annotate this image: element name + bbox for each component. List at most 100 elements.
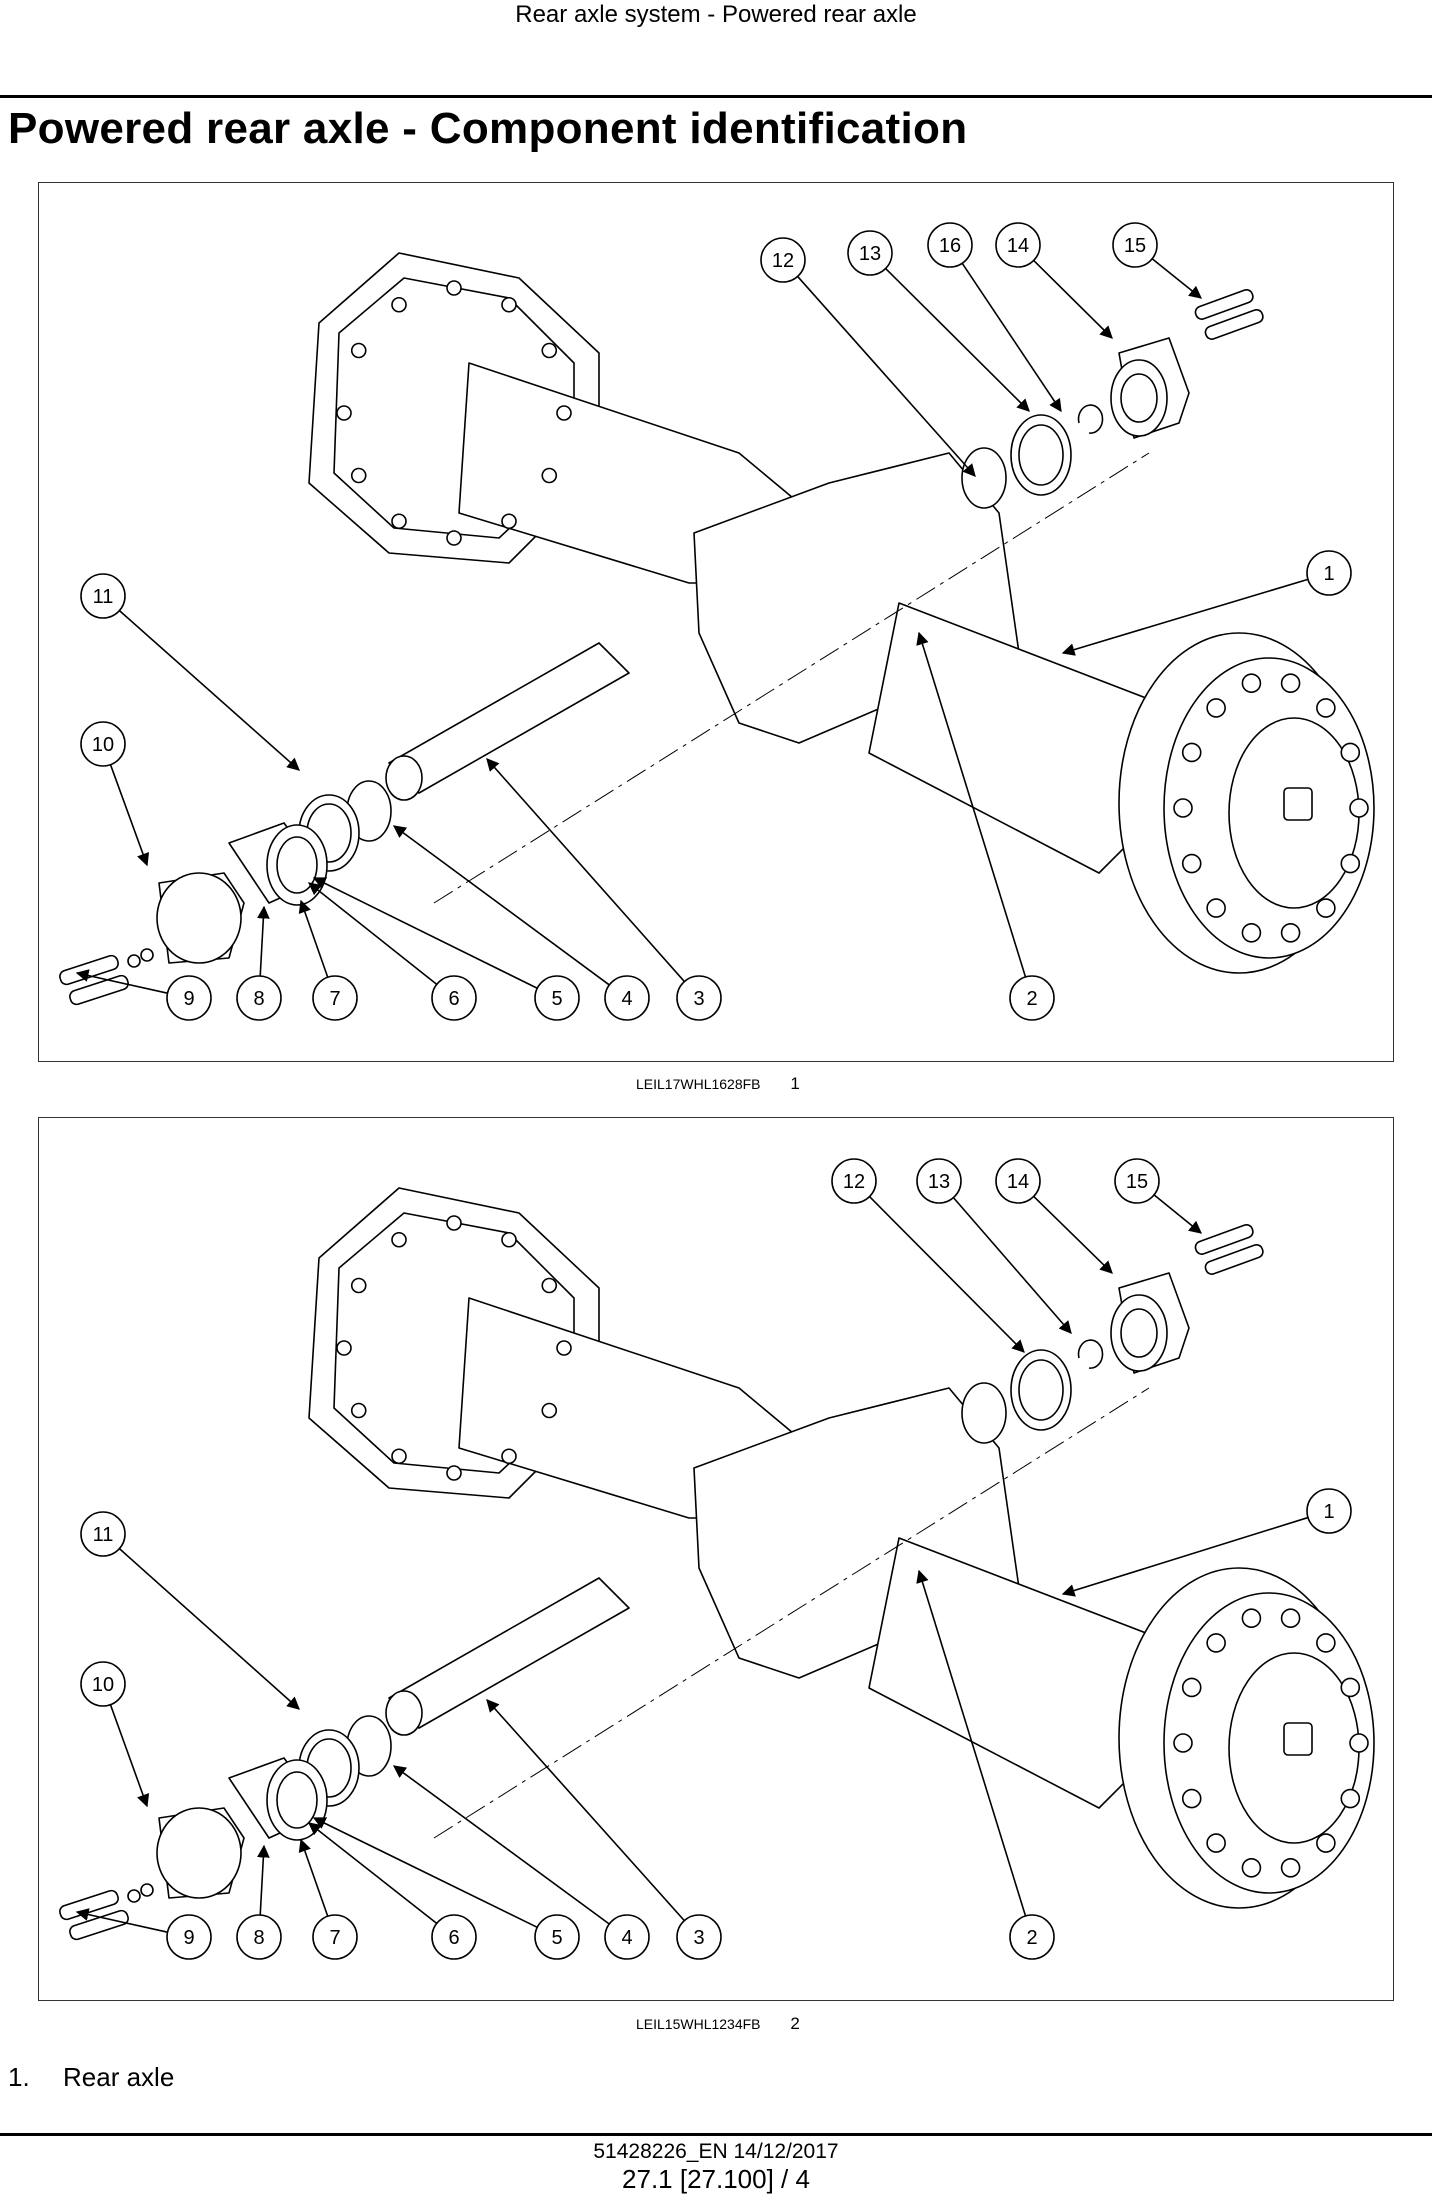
callout-number: 15 bbox=[1124, 235, 1146, 257]
callout-leader bbox=[392, 1765, 610, 1925]
callout-number: 2 bbox=[1026, 1927, 1037, 1949]
callout-circle bbox=[166, 1914, 212, 1960]
footer-rule bbox=[0, 2133, 1432, 2136]
callout-leader bbox=[1061, 578, 1309, 656]
callout-number: 11 bbox=[93, 586, 114, 608]
callout-circle bbox=[916, 1158, 962, 1204]
callout-circle bbox=[831, 1158, 877, 1204]
figure-2-number: 2 bbox=[790, 2014, 800, 2033]
callout-leader bbox=[298, 1838, 329, 1917]
callout-leader bbox=[298, 899, 329, 978]
figure-1-caption: LEIL17WHL1628FB 1 bbox=[636, 1074, 800, 1094]
callout-leader bbox=[307, 1822, 438, 1925]
callout-circle bbox=[80, 1511, 126, 1557]
callout-number: 4 bbox=[621, 988, 632, 1010]
callout-number: 6 bbox=[448, 988, 459, 1010]
callout-number: 3 bbox=[693, 1927, 704, 1949]
figure-2-image-code: LEIL15WHL1234FB bbox=[636, 2016, 761, 2032]
callout-number: 7 bbox=[329, 988, 340, 1010]
callout-number: 9 bbox=[183, 988, 194, 1010]
callout-leader bbox=[118, 1548, 300, 1710]
callout-circle bbox=[760, 237, 806, 283]
callout-leader bbox=[952, 1197, 1072, 1334]
figure-1-number: 1 bbox=[790, 1074, 800, 1093]
callout-leader bbox=[486, 758, 685, 983]
callout-leader bbox=[916, 631, 1027, 978]
figure-2-caption: LEIL15WHL1234FB 2 bbox=[636, 2014, 800, 2034]
callout-circle bbox=[166, 975, 212, 1021]
callout-circle bbox=[676, 1914, 722, 1960]
callout-circle bbox=[236, 1914, 282, 1960]
running-header: Rear axle system - Powered rear axle bbox=[515, 1, 917, 28]
callout-number: 5 bbox=[551, 1927, 562, 1949]
callout-number: 14 bbox=[1007, 1171, 1029, 1193]
axle-drawing bbox=[59, 1187, 1375, 1941]
callout-leader bbox=[75, 969, 168, 994]
callout-number: 15 bbox=[1126, 1171, 1148, 1193]
callout-leader bbox=[1061, 1516, 1309, 1597]
callout-circle bbox=[431, 1914, 477, 1960]
callout-number: 2 bbox=[1026, 988, 1037, 1010]
callout-leader bbox=[256, 905, 270, 977]
callout-number: 13 bbox=[928, 1171, 950, 1193]
callout-number: 1 bbox=[1323, 1501, 1334, 1523]
callout-leader bbox=[868, 1196, 1025, 1353]
section-title: Powered rear axle - Component identifica… bbox=[8, 104, 968, 153]
callout-number: 6 bbox=[448, 1927, 459, 1949]
callout-circle bbox=[236, 975, 282, 1021]
callout-leader bbox=[1033, 1195, 1113, 1274]
callout-leader bbox=[118, 610, 300, 771]
callout-circle bbox=[847, 230, 893, 276]
callout-circle bbox=[995, 222, 1041, 268]
callout-circle bbox=[927, 222, 973, 268]
callout-leader bbox=[256, 1844, 270, 1916]
callout-leader bbox=[1153, 1194, 1202, 1234]
callout-leader bbox=[1151, 258, 1202, 299]
callout-number: 14 bbox=[1007, 235, 1029, 257]
callout-circle bbox=[1009, 975, 1055, 1021]
callout-number: 13 bbox=[859, 243, 881, 265]
header-rule bbox=[0, 95, 1432, 98]
callout-number: 8 bbox=[253, 988, 264, 1010]
callout-circle bbox=[534, 1914, 580, 1960]
callout-number: 7 bbox=[329, 1927, 340, 1949]
figure-1-image-code: LEIL17WHL1628FB bbox=[636, 1076, 761, 1092]
legend-item-index: 1. bbox=[8, 2062, 30, 2092]
callout-leader bbox=[312, 1817, 538, 1929]
callout-circle bbox=[1114, 1158, 1160, 1204]
callout-circle bbox=[534, 975, 580, 1021]
callout-number: 11 bbox=[93, 1524, 114, 1546]
callout-number: 16 bbox=[939, 235, 961, 257]
callout-leader bbox=[75, 1908, 168, 1933]
callout-number: 3 bbox=[693, 988, 704, 1010]
callout-circle bbox=[1112, 222, 1158, 268]
callout-circle bbox=[80, 1661, 126, 1707]
callout-number: 12 bbox=[843, 1171, 865, 1193]
callout-circle bbox=[431, 975, 477, 1021]
legend-item: 1. Rear axle bbox=[8, 2062, 174, 2093]
footer-doc-ref: 51428226_EN 14/12/2017 bbox=[593, 2140, 839, 2163]
callout-number: 5 bbox=[551, 988, 562, 1010]
callout-leader bbox=[312, 877, 538, 989]
callout-circle bbox=[604, 1914, 650, 1960]
callout-circle bbox=[80, 721, 126, 767]
callout-number: 12 bbox=[772, 250, 794, 272]
callout-number: 1 bbox=[1323, 563, 1334, 585]
callout-leader bbox=[961, 262, 1062, 413]
callout-leader bbox=[307, 882, 438, 985]
callout-circle bbox=[312, 1914, 358, 1960]
callout-circle bbox=[1306, 550, 1352, 596]
callout-number: 9 bbox=[183, 1927, 194, 1949]
callout-leader bbox=[392, 825, 610, 986]
legend-item-label: Rear axle bbox=[63, 2062, 175, 2092]
callout-leader bbox=[109, 764, 150, 867]
callout-circle bbox=[1306, 1488, 1352, 1534]
callout-circle bbox=[995, 1158, 1041, 1204]
footer-page-ref: 27.1 [27.100] / 4 bbox=[622, 2164, 810, 2194]
